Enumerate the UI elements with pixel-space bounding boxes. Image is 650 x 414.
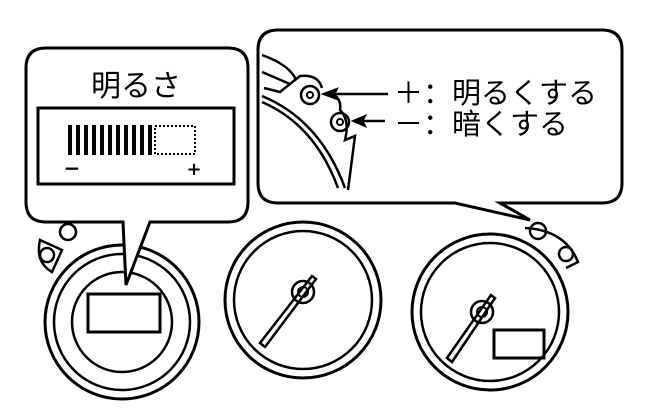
brightness-bar-segment <box>108 125 112 155</box>
minus-button-description: －：暗くする <box>394 107 568 141</box>
brightness-bar-segment <box>140 125 144 155</box>
brightness-bar-segment <box>84 125 88 155</box>
brightness-callout <box>24 46 250 286</box>
brightness-bar-segment <box>92 125 96 155</box>
brightness-bar-segment <box>76 125 80 155</box>
brightness-bar-segment <box>148 125 152 155</box>
plus-button-description: ＋：明るくする <box>394 76 597 110</box>
left-gauge-display <box>86 292 162 334</box>
brightness-bar-segment <box>124 125 128 155</box>
right-gauge-display <box>492 328 546 360</box>
brightness-minus-button <box>329 111 351 133</box>
brightness-bar-segment <box>132 125 136 155</box>
brightness-plus-button <box>299 84 321 106</box>
right-gauge <box>410 221 580 392</box>
brightness-bar-segment <box>100 125 104 155</box>
right-gauge-needle <box>445 293 497 364</box>
left-gauge <box>37 222 201 401</box>
middle-gauge-needle <box>258 274 318 349</box>
brightness-bar-segment <box>68 125 72 155</box>
middle-gauge <box>223 220 383 380</box>
brightness-title: 明るさ <box>91 69 181 104</box>
brightness-minus-label: − <box>64 156 81 180</box>
brightness-empty-segment <box>154 125 196 155</box>
button-callout <box>256 28 624 222</box>
brightness-level-bar <box>68 125 152 155</box>
brightness-bar-segment <box>116 125 120 155</box>
brightness-plus-label: + <box>186 159 201 180</box>
